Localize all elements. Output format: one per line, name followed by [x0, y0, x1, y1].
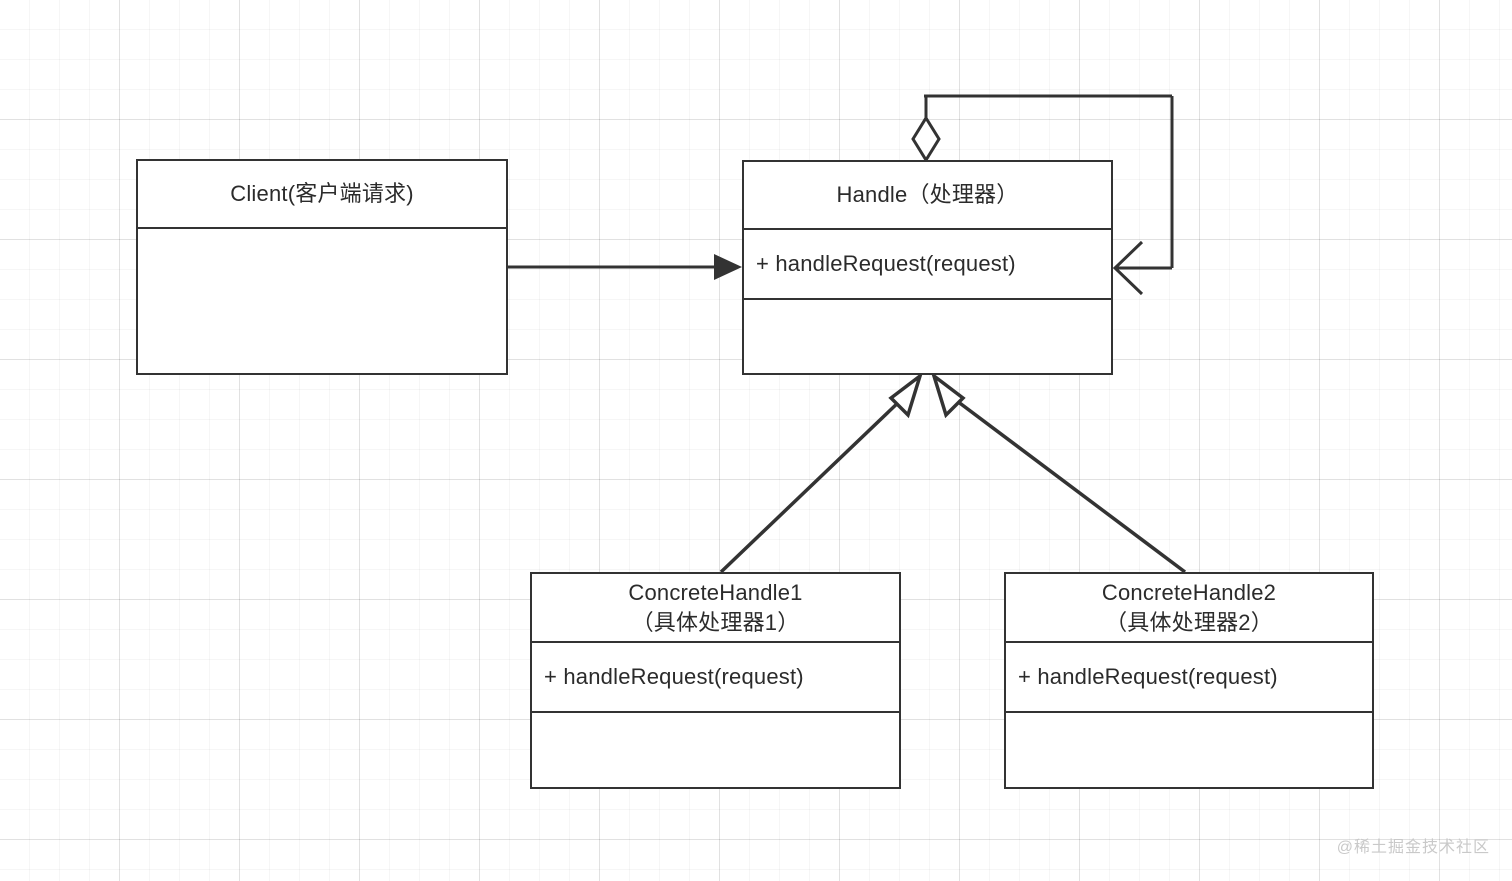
watermark: @稀土掘金技术社区 — [1336, 839, 1490, 856]
uml-class-concrete-handle-2-title-main: ConcreteHandle2 — [1101, 580, 1277, 606]
uml-class-concrete-handle-2-methods: + handleRequest(request) — [1006, 641, 1372, 711]
uml-class-client-empty-compartment — [138, 227, 506, 373]
uml-class-concrete-handle-2-empty-compartment — [1006, 711, 1372, 787]
uml-class-concrete-handle-2[interactable]: ConcreteHandle2 （具体处理器2） + handleRequest… — [1004, 572, 1374, 789]
uml-class-concrete-handle-1-title-sub: （具体处理器1） — [631, 609, 800, 635]
uml-class-concrete-handle-2-method-0: + handleRequest(request) — [1018, 664, 1278, 689]
connector-client-to-handle — [508, 254, 742, 280]
uml-class-concrete-handle-1[interactable]: ConcreteHandle1 （具体处理器1） + handleRequest… — [530, 572, 901, 789]
uml-class-concrete-handle-1-methods: + handleRequest(request) — [532, 641, 899, 711]
uml-class-handle-title-main: Handle（处理器） — [836, 182, 1019, 208]
uml-class-client-title: Client(客户端请求) — [138, 161, 506, 227]
connector-concrete2-to-handle — [930, 371, 1187, 574]
uml-class-client[interactable]: Client(客户端请求) — [136, 159, 508, 375]
uml-class-concrete-handle-1-title-main: ConcreteHandle1 — [628, 580, 803, 606]
uml-class-client-title-main: Client(客户端请求) — [230, 181, 414, 207]
uml-class-handle-empty-compartment — [744, 298, 1111, 373]
uml-class-concrete-handle-2-title: ConcreteHandle2 （具体处理器2） — [1006, 574, 1372, 641]
connector-concrete1-to-handle — [719, 371, 924, 574]
uml-class-concrete-handle-1-method-0: + handleRequest(request) — [544, 664, 804, 689]
uml-class-handle[interactable]: Handle（处理器） + handleRequest(request) — [742, 160, 1113, 375]
uml-class-concrete-handle-1-title: ConcreteHandle1 （具体处理器1） — [532, 574, 899, 641]
uml-class-handle-method-0: + handleRequest(request) — [756, 251, 1016, 276]
uml-class-concrete-handle-2-title-sub: （具体处理器2） — [1105, 609, 1273, 635]
uml-class-concrete-handle-1-empty-compartment — [532, 711, 899, 787]
uml-class-handle-title: Handle（处理器） — [744, 162, 1111, 228]
uml-class-handle-methods: + handleRequest(request) — [744, 228, 1111, 298]
